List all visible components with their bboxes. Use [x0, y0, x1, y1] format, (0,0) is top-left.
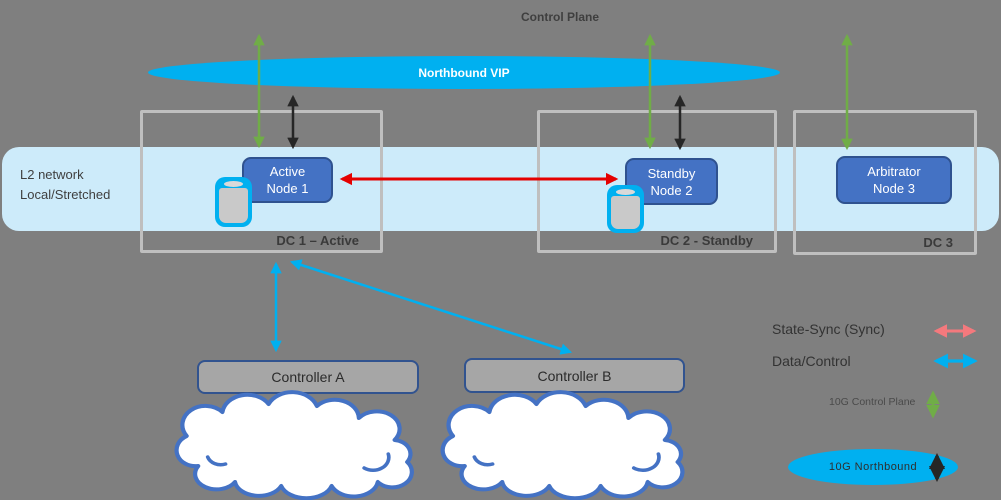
legend-state-sync-label: State-Sync (Sync) — [772, 321, 885, 337]
standby-node-2-line1: Standby — [647, 165, 696, 181]
dc3-box: DC 3 — [793, 110, 977, 255]
arbitrator-node-3: Arbitrator Node 3 — [836, 156, 952, 204]
arbitrator-node-3-line1: Arbitrator — [867, 164, 921, 179]
legend-10g-northbound-ellipse: 10G Northbound — [788, 449, 958, 485]
northbound-vip-ellipse: Northbound VIP — [148, 56, 780, 89]
legend-10g-northbound-label: 10G Northbound — [828, 461, 918, 473]
cloud-icon — [177, 392, 412, 498]
legend-10g-control-plane-label: 10G Control Plane — [829, 396, 916, 408]
cloud-icon — [443, 392, 683, 498]
controller-a-label: Controller A — [271, 369, 345, 385]
northbound-vip-label: Northbound VIP — [418, 65, 510, 80]
dc3-label: DC 3 — [923, 235, 953, 250]
l2-network-label-line2: Local/Stretched — [20, 187, 111, 202]
database-lid — [224, 181, 243, 187]
l2-network-band — [2, 147, 999, 231]
arbitrator-node-3-line2: Node 3 — [873, 181, 915, 196]
database-icon — [607, 185, 644, 233]
database-body — [611, 196, 640, 229]
control-plane-title: Control Plane — [521, 10, 600, 24]
controller-a-box: Controller A — [197, 360, 419, 394]
active-node-1-line1: Active — [269, 164, 306, 179]
database-lid — [616, 189, 635, 195]
database-body — [219, 188, 248, 223]
l2-network-label: L2 network Local/Stretched — [20, 165, 110, 205]
data-control-arrow — [289, 259, 573, 355]
active-node-1: Active Node 1 — [242, 157, 333, 203]
l2-network-label-line1: L2 network — [20, 167, 84, 182]
standby-node-2-line2: Node 2 — [650, 182, 693, 198]
controller-b-label: Controller B — [537, 367, 612, 384]
active-node-1-line2: Node 1 — [266, 181, 309, 196]
dc2-label: DC 2 - Standby — [660, 233, 753, 248]
legend-data-control-label: Data/Control — [772, 353, 851, 369]
dc1-label: DC 1 – Active — [276, 233, 359, 248]
database-icon — [215, 177, 252, 227]
controller-b-box: Controller B — [464, 358, 685, 393]
